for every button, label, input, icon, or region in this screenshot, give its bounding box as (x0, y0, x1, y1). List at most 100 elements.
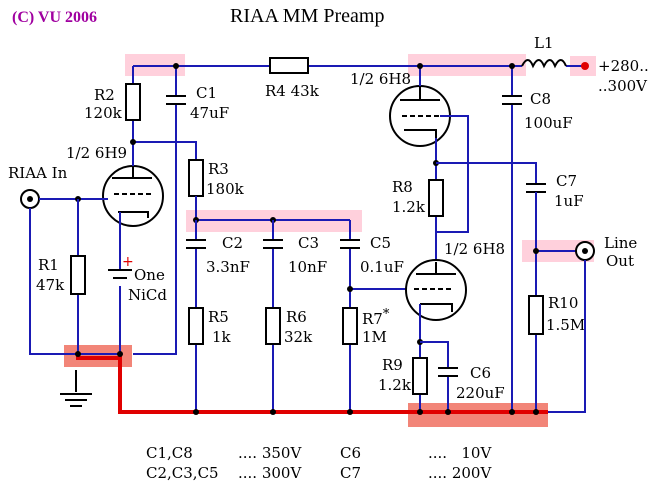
battery-label-1: One (134, 266, 165, 284)
r10-value: 1.5M (546, 316, 585, 334)
c6-wire (420, 341, 449, 412)
c1-wire (133, 66, 177, 355)
junction (347, 286, 353, 292)
supply-label-1: +280.. (598, 57, 649, 75)
r2-value: 120k (84, 104, 123, 122)
battery-plus-sign: + (122, 254, 134, 270)
tube3-label: 1/2 6H8 (444, 240, 505, 258)
r9-resistor (412, 357, 428, 395)
c5-ref: C5 (370, 234, 391, 252)
r1-value: 47k (36, 276, 65, 294)
r7-ref: R7* (362, 307, 390, 328)
r9-value: 1.2k (378, 376, 412, 394)
r8-value: 1.2k (392, 198, 426, 216)
schematic-title: RIAA MM Preamp (230, 5, 384, 27)
r5-resistor (188, 307, 204, 345)
rating-parts-2: C2,C3,C5 (146, 464, 219, 482)
r9-ref: R9 (382, 356, 403, 374)
battery-label-2: NiCd (128, 286, 167, 304)
ground-icon (60, 370, 92, 407)
c5-capacitor (340, 239, 360, 249)
junction (130, 139, 136, 145)
r3-top-wire (133, 141, 197, 160)
r5-value: 1k (212, 328, 232, 346)
r1-resistor (70, 255, 86, 295)
tube2-plate (400, 86, 440, 101)
junction (117, 351, 123, 357)
r6-value: 32k (284, 328, 313, 346)
tube1-label: 1/2 6H9 (66, 144, 127, 162)
c3-value: 10nF (288, 258, 327, 276)
c7-capacitor (526, 183, 546, 193)
junction (75, 351, 81, 357)
rating-voltage-3: .... 10V (428, 444, 492, 462)
r8-ref: R8 (392, 178, 413, 196)
r4-resistor (269, 57, 309, 74)
c2-value: 3.3nF (206, 258, 250, 276)
junction (445, 409, 451, 415)
r3-resistor (188, 159, 204, 197)
input-jack-pin (27, 196, 33, 202)
junction (509, 409, 515, 415)
rating-voltage-2: .... 300V (238, 464, 302, 482)
supply-terminal (581, 62, 589, 70)
output-jack-pin (582, 248, 588, 254)
c6-value: 220uF (456, 384, 505, 402)
rating-voltage-4: .... 200V (428, 464, 492, 482)
c2-capacitor (186, 239, 206, 249)
c5-value: 0.1uF (360, 258, 404, 276)
c7-value: 1uF (554, 192, 584, 210)
r3-ref: R3 (208, 160, 229, 178)
r4-label: R4 43k (265, 82, 320, 100)
junction (173, 63, 179, 69)
c6-capacitor (438, 367, 458, 377)
junction (193, 409, 199, 415)
r1-ref: R1 (38, 256, 59, 274)
c3-capacitor (263, 239, 283, 249)
tube1-plate (112, 166, 152, 179)
r8-resistor (428, 179, 444, 217)
c7-ref: C7 (556, 172, 577, 190)
rating-parts-4: C7 (340, 464, 361, 482)
c2-ref: C2 (222, 234, 243, 252)
r10-ref: R10 (548, 294, 578, 312)
r2-ref: R2 (94, 86, 115, 104)
junction (347, 409, 353, 415)
output-label-2: Out (606, 252, 634, 270)
tube3-cathode (420, 303, 453, 312)
tube1-cathode (118, 211, 149, 218)
c8-value: 100uF (524, 114, 573, 132)
c8-ref: C8 (530, 90, 551, 108)
l1-inductor (521, 59, 567, 69)
highlight-ground-right (408, 403, 548, 427)
r10-resistor (528, 295, 544, 335)
l1-label: L1 (534, 34, 554, 52)
r6-resistor (265, 307, 281, 345)
r2-resistor (125, 83, 141, 121)
tube3-plate (416, 262, 456, 275)
output-label-1: Line (604, 234, 637, 252)
r3-value: 180k (206, 180, 245, 198)
rating-parts-1: C1,C8 (146, 444, 193, 462)
c3-ref: C3 (298, 234, 319, 252)
r7-value: 1M (362, 328, 387, 346)
r7-resistor (342, 307, 358, 345)
junction (270, 409, 276, 415)
ground-bus-red (76, 356, 548, 414)
tube2-grid-wire (436, 115, 469, 233)
r5-ref: R5 (208, 308, 229, 326)
input-ground-wire (29, 208, 120, 355)
output-ground-wire (548, 260, 586, 413)
junction (417, 409, 423, 415)
r6-ref: R6 (286, 308, 307, 326)
rating-voltage-1: .... 350V (238, 444, 302, 462)
supply-label-2: ..300V (598, 77, 648, 95)
c1-ref: C1 (196, 84, 217, 102)
rating-parts-3: C6 (340, 444, 361, 462)
junction (533, 248, 539, 254)
c7-top-wire (436, 162, 537, 184)
c6-ref: C6 (470, 364, 491, 382)
junction (509, 63, 515, 69)
tube2-cathode (404, 129, 437, 138)
